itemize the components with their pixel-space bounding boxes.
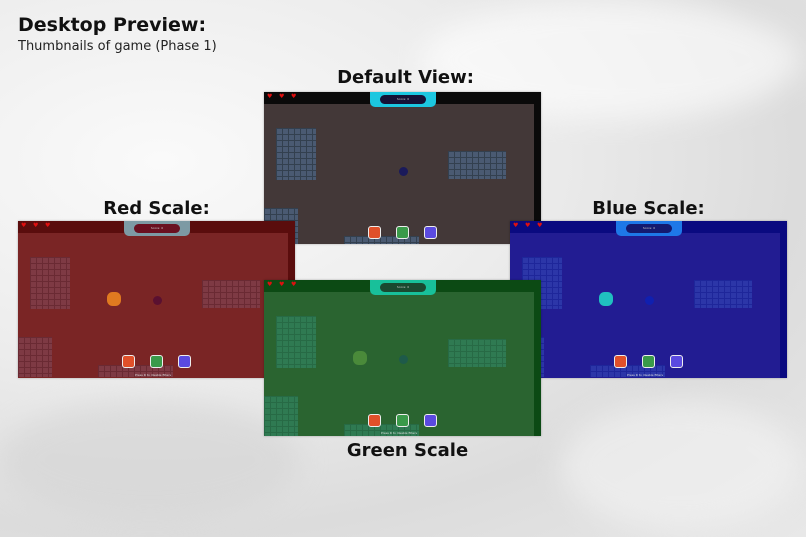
thumbnail-blue-scale: ♥ ♥ ♥ Score: 0 Press R to disable filters (510, 221, 787, 378)
earth-potion-icon (396, 226, 409, 239)
thumbnail-default: ♥ ♥ ♥ Score: 0 (264, 92, 541, 244)
enemy (645, 296, 654, 305)
heart-icon: ♥ (279, 93, 285, 100)
heart-icon: ♥ (513, 222, 519, 229)
label-red: Red Scale: (103, 198, 210, 219)
thumbnail-red-scale: ♥ ♥ ♥ Score: 0 Press R to disable filters (18, 221, 295, 378)
heart-icon: ♥ (33, 222, 39, 229)
water-potion-icon (424, 414, 437, 427)
tile-block (18, 337, 52, 377)
hint-text: Press R to disable filters (626, 373, 664, 377)
water-potion-icon (424, 226, 437, 239)
right-wall (534, 292, 541, 436)
heart-icon: ♥ (291, 281, 297, 288)
fire-potion-icon (122, 355, 135, 368)
tile-block (448, 151, 506, 179)
score-text: Score: 0 (134, 224, 180, 233)
tile-block (344, 236, 419, 244)
fire-potion-icon (368, 226, 381, 239)
enemy (399, 355, 408, 364)
heart-icon: ♥ (525, 222, 531, 229)
fire-potion-icon (614, 355, 627, 368)
tile-block (264, 396, 298, 436)
enemy (153, 296, 162, 305)
score-text: Score: 0 (380, 283, 426, 292)
tile-block (448, 339, 506, 367)
tile-block (276, 128, 316, 180)
score-panel: Score: 0 (370, 92, 436, 107)
score-panel: Score: 0 (124, 221, 190, 236)
tile-block (276, 316, 316, 368)
heart-icon: ♥ (267, 281, 273, 288)
right-wall (780, 233, 787, 378)
score-text: Score: 0 (380, 95, 426, 104)
page-subtitle: Thumbnails of game (Phase 1) (18, 39, 217, 54)
thumbnail-green-scale: ♥ ♥ ♥ Score: 0 Press R to disable filters (264, 280, 541, 436)
hint-text: Press R to disable filters (380, 431, 418, 435)
label-default: Default View: (337, 67, 474, 88)
page-title: Desktop Preview: (18, 14, 207, 36)
enemy (399, 167, 408, 176)
player-character (353, 351, 367, 365)
tile-block (590, 365, 665, 377)
tile-block (30, 257, 70, 309)
heart-icon: ♥ (279, 281, 285, 288)
label-green: Green Scale (346, 440, 469, 461)
heart-icon: ♥ (21, 222, 27, 229)
score-panel: Score: 0 (616, 221, 682, 236)
hint-text: Press R to disable filters (134, 373, 172, 377)
heart-icon: ♥ (291, 93, 297, 100)
tile-block (522, 257, 562, 309)
earth-potion-icon (150, 355, 163, 368)
score-panel: Score: 0 (370, 280, 436, 295)
label-blue: Blue Scale: (592, 198, 705, 219)
earth-potion-icon (396, 414, 409, 427)
tile-block (98, 365, 173, 377)
water-potion-icon (670, 355, 683, 368)
heart-icon: ♥ (45, 222, 51, 229)
heart-icon: ♥ (537, 222, 543, 229)
water-potion-icon (178, 355, 191, 368)
player-character (599, 292, 613, 306)
earth-potion-icon (642, 355, 655, 368)
tile-block (694, 280, 752, 308)
fire-potion-icon (368, 414, 381, 427)
player-character (107, 292, 121, 306)
tile-block (344, 424, 419, 436)
right-wall (534, 104, 541, 244)
tile-block (202, 280, 260, 308)
heart-icon: ♥ (267, 93, 273, 100)
score-text: Score: 0 (626, 224, 672, 233)
